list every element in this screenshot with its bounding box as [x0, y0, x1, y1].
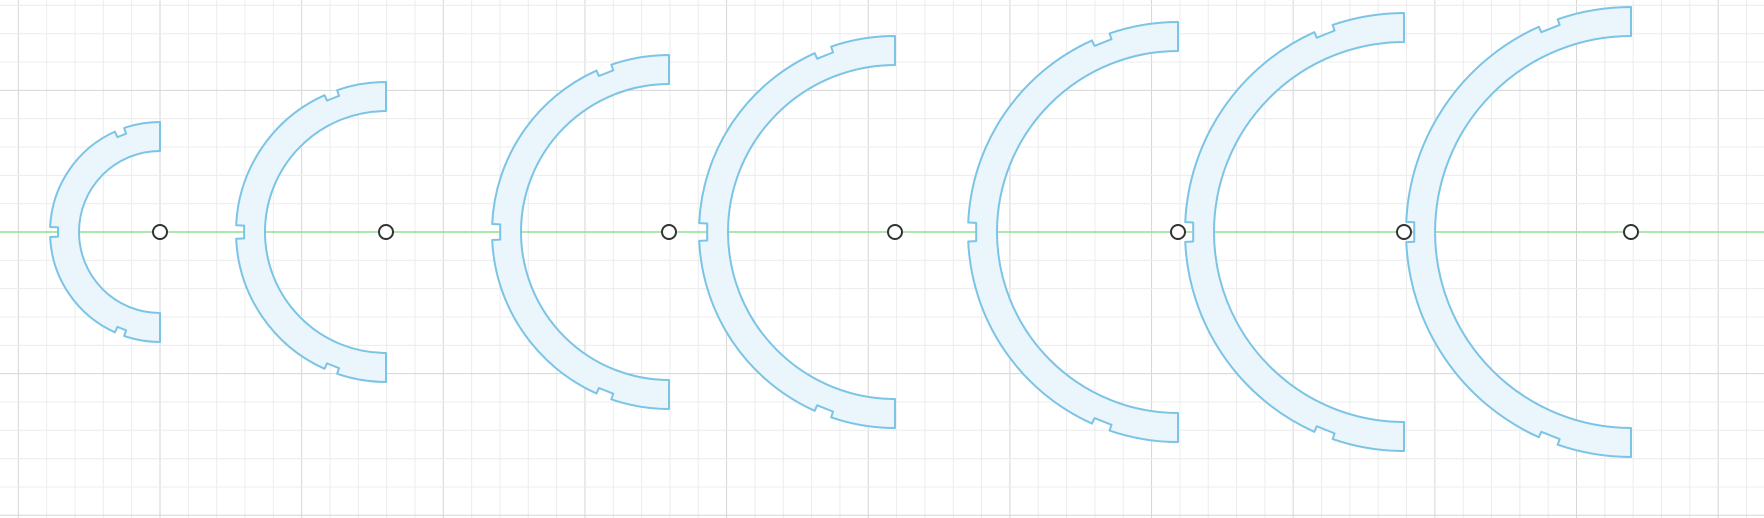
- origin-markers: [152, 224, 1639, 240]
- ring-6[interactable]: [1184, 12, 1405, 452]
- ring-2[interactable]: [235, 81, 387, 383]
- origin-point-icon[interactable]: [661, 224, 677, 240]
- origin-point-icon[interactable]: [378, 224, 394, 240]
- origin-point-icon[interactable]: [1396, 224, 1412, 240]
- ring-3[interactable]: [491, 54, 670, 410]
- origin-point-icon[interactable]: [152, 224, 168, 240]
- ring-parts: [49, 6, 1632, 458]
- ring-1[interactable]: [49, 121, 161, 343]
- origin-point-icon[interactable]: [1170, 224, 1186, 240]
- origin-point-icon[interactable]: [887, 224, 903, 240]
- origin-point-icon[interactable]: [1623, 224, 1639, 240]
- ring-4[interactable]: [698, 35, 896, 429]
- ring-5[interactable]: [967, 21, 1179, 443]
- ring-7[interactable]: [1405, 6, 1632, 458]
